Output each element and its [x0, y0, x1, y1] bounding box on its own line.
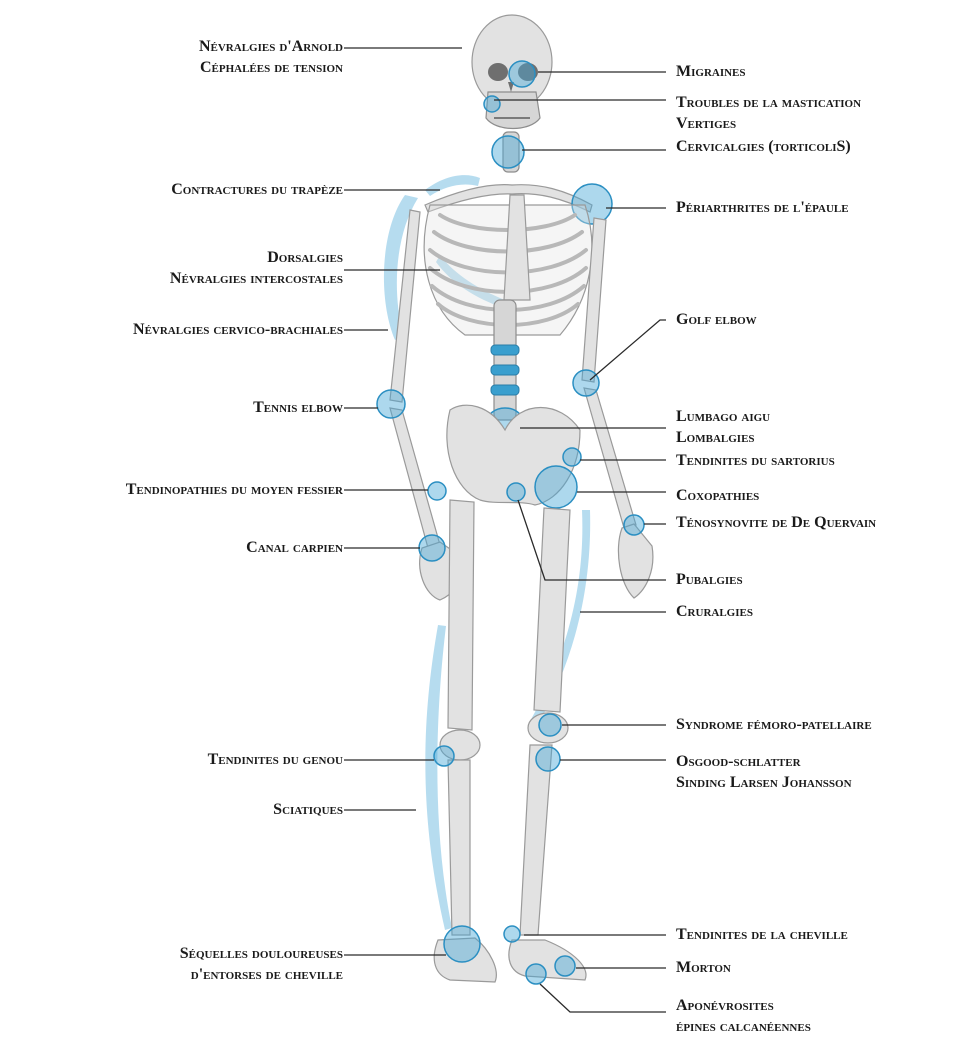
hip-hotspot [535, 466, 577, 508]
label-carpien: Canal carpien [246, 537, 343, 558]
fessier-hotspot [428, 482, 446, 500]
label-sciatiques: Sciatiques [273, 799, 343, 820]
label-cheville-tend: Tendinites de la cheville [676, 924, 848, 945]
quervain-hotspot [624, 515, 644, 535]
migraine-hotspot [509, 61, 535, 87]
jaw-hotspot [484, 96, 500, 112]
label-migraines: Migraines [676, 61, 746, 82]
label-cervico: Névralgies cervico-brachiales [133, 319, 343, 340]
pubic-hotspot [507, 483, 525, 501]
label-quervain: Ténosynovite de De Quervain [676, 512, 876, 533]
label-golf: Golf elbow [676, 309, 757, 330]
label-cervicalgies: Cervicalgies (torticoliS) [676, 136, 851, 157]
sartorius-hotspot [563, 448, 581, 466]
patella-hotspot [539, 714, 561, 736]
achilles-hotspot [504, 926, 520, 942]
label-sartorius: Tendinites du sartorius [676, 450, 835, 471]
morton-hotspot [555, 956, 575, 976]
golf-elbow-hotspot [573, 370, 599, 396]
heel-hotspot [526, 964, 546, 984]
label-genou: Tendinites du genou [208, 749, 343, 770]
ankle-hotspot [444, 926, 480, 962]
carpal-hotspot [419, 535, 445, 561]
label-fessier: Tendinopathies du moyen fessier [126, 479, 343, 500]
label-periarthrites: Périarthrites de l'épaule [676, 197, 849, 218]
tibial-hotspot [536, 747, 560, 771]
label-coxopathies: Coxopathies [676, 485, 759, 506]
knee-hotspot [434, 746, 454, 766]
cervical-hotspot [492, 136, 524, 168]
label-trapeze: Contractures du trapèze [171, 179, 343, 200]
label-femoro: Syndrome fémoro-patellaire [676, 714, 872, 735]
label-pubalgies: Pubalgies [676, 569, 743, 590]
cervical-spine [492, 132, 524, 172]
label-morton: Morton [676, 957, 731, 978]
tennis-elbow-hotspot [377, 390, 405, 418]
label-tennis: Tennis elbow [253, 397, 343, 418]
label-cruralgies: Cruralgies [676, 601, 753, 622]
